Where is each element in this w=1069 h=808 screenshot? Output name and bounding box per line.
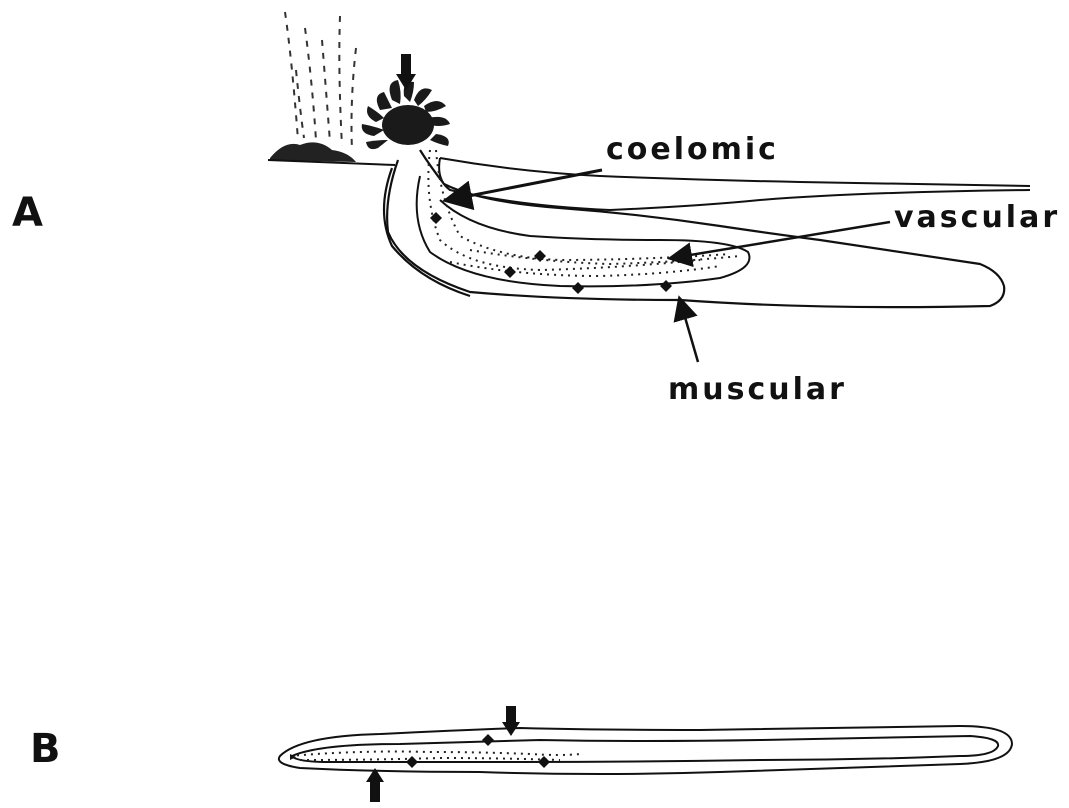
vascular-flow-marks	[430, 212, 672, 294]
outflow-arrow-b-bottom	[366, 768, 384, 802]
worm-body-outer	[384, 150, 1004, 307]
vascular-dotted-channels	[428, 150, 740, 276]
tentacle-crown	[362, 80, 450, 149]
water-current-plumes	[285, 12, 356, 150]
inflow-arrow-b-top	[502, 706, 520, 736]
vascular-pointer	[672, 222, 890, 258]
worm-b-dotted-channels	[290, 752, 580, 761]
coelomic-pointer	[448, 170, 602, 200]
worm-b-outline	[279, 726, 1012, 774]
muscular-pointer	[680, 300, 698, 362]
